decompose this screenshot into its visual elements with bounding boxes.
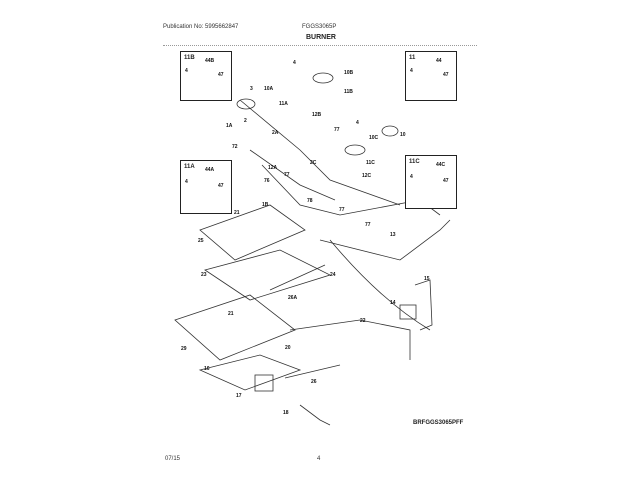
inset-title: 11B (184, 55, 195, 61)
callout: 78 (307, 198, 313, 204)
gas-tube (249, 149, 336, 201)
callout: 23 (201, 272, 207, 278)
callout: 47 (443, 178, 449, 184)
callout: 44C (436, 162, 446, 168)
callout: 77 (284, 172, 290, 178)
burner-head (312, 72, 334, 84)
burner-tray-lower (174, 294, 296, 361)
inset-title: 11C (409, 159, 420, 165)
section-title: BURNER (306, 34, 336, 41)
broil-burner (198, 354, 302, 391)
callout: 44B (205, 58, 215, 64)
callout: 12B (312, 112, 322, 118)
burner-tray-upper (199, 204, 306, 261)
callout: 3 (250, 86, 253, 92)
igniter (284, 364, 341, 379)
callout: 21 (234, 210, 240, 216)
footer-date: 07/15 (165, 456, 181, 462)
callout: 1A (226, 123, 233, 129)
callout: 10 (400, 132, 406, 138)
callout: 24 (330, 272, 336, 278)
callout: 77 (339, 207, 345, 213)
burner-head (236, 98, 256, 110)
callout: 14 (390, 300, 396, 306)
inset-11: 11 44 4 47 (405, 51, 457, 101)
gas-valve (399, 304, 417, 320)
callout: 4 (410, 68, 413, 74)
inset-title: 11 (409, 55, 416, 61)
callout: 25 (198, 238, 204, 244)
callout: 2A (272, 130, 279, 136)
callout: 47 (443, 72, 449, 78)
callout: 11C (366, 160, 375, 166)
igniter (269, 264, 326, 291)
gas-tube (319, 219, 451, 261)
gas-tube (329, 239, 431, 331)
callout: 11B (344, 89, 353, 95)
callout: 11A (279, 101, 288, 107)
inset-11b: 11B 44B 4 47 (180, 51, 232, 101)
callout: 20 (285, 345, 291, 351)
callout: 72 (232, 144, 238, 150)
header-divider (163, 45, 477, 46)
callout: 4 (293, 60, 296, 66)
bracket (414, 279, 433, 331)
gas-tube (289, 319, 411, 360)
burner-head (381, 125, 399, 137)
callout: 76 (264, 178, 270, 184)
page-number: 4 (317, 456, 321, 462)
publication-number: Publication No: 5995662847 (163, 24, 239, 30)
callout: 12A (268, 165, 278, 171)
inset-11a: 11A 44A 4 47 (180, 160, 232, 214)
callout: 18 (283, 410, 289, 416)
callout: 12C (362, 173, 372, 179)
callout: 1B (262, 202, 269, 208)
callout: 4 (185, 68, 188, 74)
callout: 10A (264, 86, 274, 92)
callout: 17 (236, 393, 242, 399)
callout: 47 (218, 183, 224, 189)
burner-tray-mid (204, 249, 332, 301)
callout: 44 (436, 58, 442, 64)
callout: 44A (205, 167, 215, 173)
callout: 2 (244, 118, 247, 124)
callout: 2C (310, 160, 317, 166)
callout: 4 (356, 120, 359, 126)
gas-tube (299, 404, 331, 426)
callout: 26 (311, 379, 317, 385)
safety-valve (254, 374, 274, 392)
burner-head (344, 144, 366, 156)
callout: 4 (410, 174, 413, 180)
callout: 77 (365, 222, 371, 228)
callout: 21 (228, 311, 234, 317)
model-number: FGGS3065P (302, 24, 337, 30)
callout: 16 (204, 366, 210, 372)
callout: 26A (288, 295, 298, 301)
callout: 77 (334, 127, 340, 133)
diagram-code: BRFGGS3065PFF (413, 420, 464, 426)
inset-11c: 11C 44C 4 47 (405, 155, 457, 209)
callout: 13 (390, 232, 396, 238)
callout: 10B (344, 70, 354, 76)
callout: 4 (185, 179, 188, 185)
callout: 15 (424, 276, 430, 282)
inset-title: 11A (184, 164, 195, 170)
callout: 22 (360, 318, 366, 324)
gas-tube (239, 99, 401, 206)
callout: 47 (218, 72, 224, 78)
callout: 29 (181, 346, 187, 352)
callout: 10C (369, 135, 379, 141)
